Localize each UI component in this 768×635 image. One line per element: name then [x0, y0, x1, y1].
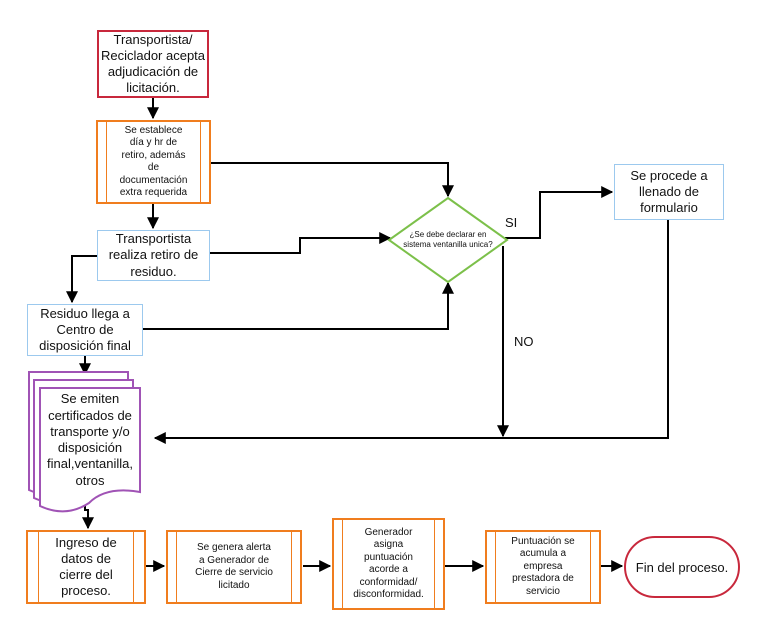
decision-node: ¿Se debe declarar en sistema ventanilla … [393, 222, 503, 258]
alert-node: Se genera alerta a Generador de Cierre d… [166, 530, 302, 604]
arrow-form-to-certificates [153, 220, 669, 444]
decision-diamond-shape [387, 196, 509, 284]
no-label: NO [514, 334, 534, 349]
closing-data-node: Ingreso de datos de cierre del proceso. [26, 530, 146, 604]
decision-label: ¿Se debe declarar en sistema ventanilla … [403, 230, 493, 249]
end-node: Fin del proceso. [624, 536, 740, 598]
arrow-pickup-to-arrives [66, 255, 97, 304]
closing-data-label: Ingreso de datos de cierre del proceso. [55, 534, 117, 599]
arrives-node: Residuo llega a Centro de disposición fi… [27, 304, 143, 356]
accumulate-label: Puntuación se acumula a empresa prestado… [511, 535, 575, 597]
arrow-yes-to-form [505, 186, 614, 239]
arrow-establish-to-decision [210, 162, 454, 198]
certificates-label: Se emiten certificados de transporte y/o… [47, 391, 133, 488]
arrow-pickup-to-decision [210, 232, 392, 254]
pickup-node: Transportista realiza retiro de residuo. [97, 230, 210, 281]
form-node: Se procede a llenado de formulario [614, 164, 724, 220]
document-stack-shape [28, 371, 141, 513]
arrives-label: Residuo llega a Centro de disposición fi… [39, 305, 131, 354]
score-label: Generador asigna puntuación acorde a con… [353, 526, 424, 601]
arrow-arrives-to-decision [143, 281, 454, 330]
accept-label: Transportista/ Reciclador acepta adjudic… [100, 31, 206, 96]
alert-label: Se genera alerta a Generador de Cierre d… [195, 542, 273, 591]
yes-label: SI [505, 215, 518, 230]
pickup-label: Transportista realiza retiro de residuo. [108, 231, 199, 279]
accept-node: Transportista/ Reciclador acepta adjudic… [97, 30, 209, 98]
end-label: Fin del proceso. [635, 559, 729, 575]
score-node: Generador asigna puntuación acorde a con… [332, 518, 445, 610]
form-label: Se procede a llenado de formulario [630, 167, 708, 216]
establish-node: Se establece día y hr de retiro, además … [96, 120, 211, 204]
establish-label: Se establece día y hr de retiro, además … [119, 124, 188, 199]
certificates-node: Se emiten certificados de transporte y/o… [41, 391, 139, 488]
accumulate-node: Puntuación se acumula a empresa prestado… [485, 530, 601, 604]
